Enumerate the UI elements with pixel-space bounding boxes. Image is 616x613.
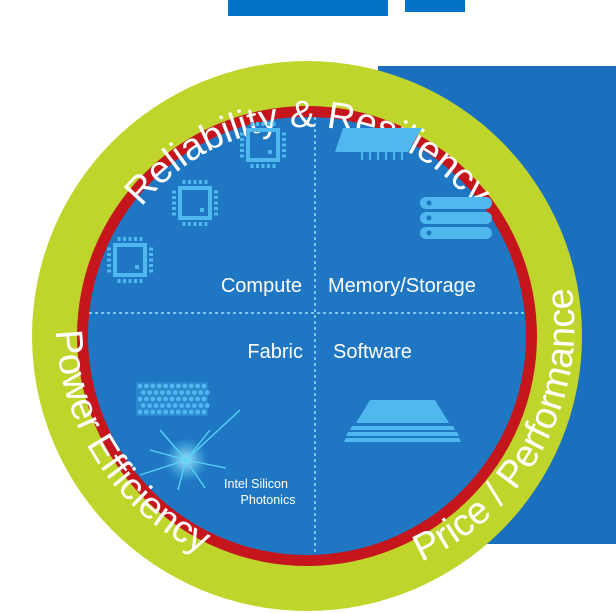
- cpu-chip-icon: [172, 180, 218, 226]
- storage-stack-icon: [420, 197, 492, 239]
- top-title-fragment: [228, 0, 465, 16]
- memory-module-icon: [335, 128, 422, 160]
- photonics-label-line1: Intel Silicon: [224, 477, 288, 491]
- cpu-chip-icon: [240, 122, 286, 168]
- quadrant-label-memory-storage: Memory/Storage: [328, 275, 476, 297]
- quadrant-label-compute: Compute: [221, 275, 302, 297]
- software-layers-icon: [344, 400, 461, 442]
- photonics-label-line2: Photonics: [241, 493, 296, 507]
- light-star-icon: [139, 409, 241, 491]
- cpu-chip-icon: [107, 237, 153, 283]
- quadrant-label-fabric: Fabric: [247, 341, 303, 363]
- quadrant-label-software: Software: [333, 341, 412, 363]
- fabric-grid-icon: [136, 382, 210, 416]
